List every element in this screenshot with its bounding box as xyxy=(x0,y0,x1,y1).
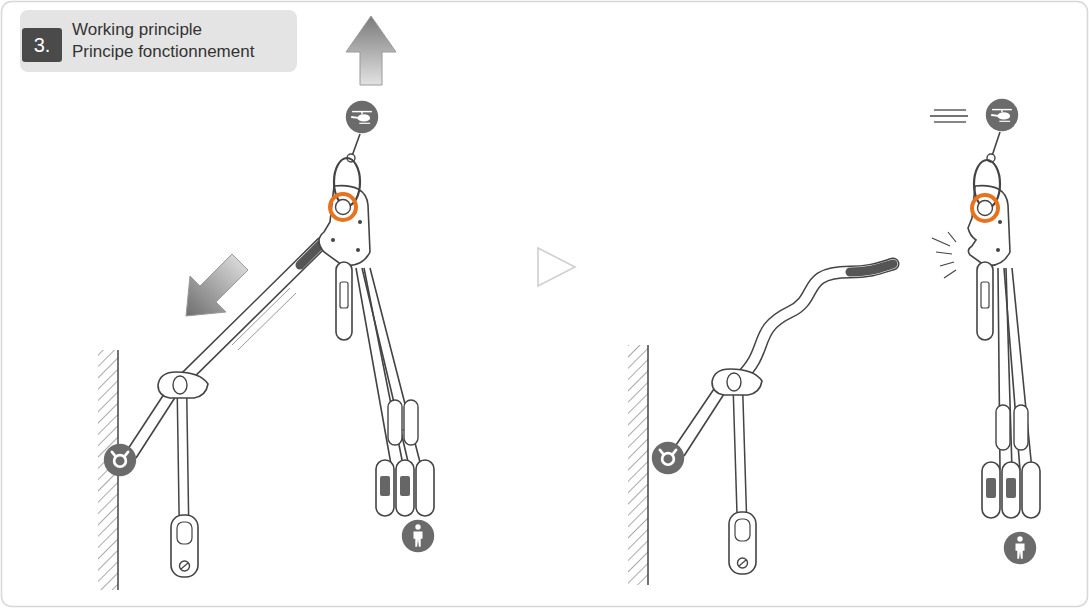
carabiner xyxy=(977,262,993,340)
lanyards xyxy=(982,268,1040,518)
left-scene xyxy=(98,16,434,590)
wall xyxy=(647,345,649,585)
step-arrow xyxy=(538,248,575,286)
rope-sheath xyxy=(300,243,322,265)
rope-adjuster xyxy=(158,372,208,398)
ring xyxy=(334,158,360,206)
anchor-icon xyxy=(104,444,136,476)
release-device xyxy=(319,186,370,266)
pull-arrow xyxy=(186,254,248,316)
rope-terminal xyxy=(729,512,756,574)
rope-adjuster xyxy=(712,369,762,395)
heading-panel: Working principlePrincipe fonctionnement… xyxy=(20,10,297,72)
release-burst xyxy=(932,232,956,278)
rope-tail xyxy=(182,395,184,525)
wall-hatch xyxy=(628,345,648,585)
rope-terminal xyxy=(171,515,198,577)
step-number: 3. xyxy=(34,34,51,56)
carabiner xyxy=(336,262,352,340)
step-number-box: 3. xyxy=(22,28,62,62)
release-ring xyxy=(972,195,998,221)
heading-text: Working principle xyxy=(72,19,283,41)
person-icon xyxy=(402,520,434,552)
release-device xyxy=(968,186,1010,266)
heading-text: Principe fonctionnement xyxy=(72,41,283,63)
rope-tail xyxy=(738,392,742,522)
person-icon xyxy=(1004,532,1036,564)
helicopter-icon xyxy=(986,99,1018,131)
release-ring xyxy=(330,194,356,220)
motion-lines xyxy=(930,110,968,122)
lanyards xyxy=(356,268,434,516)
anchor-icon xyxy=(652,442,684,474)
right-scene xyxy=(628,99,1040,585)
rope-sheath xyxy=(850,264,893,272)
lift-arrow xyxy=(346,16,396,85)
rope xyxy=(185,243,322,378)
anchor-connector xyxy=(674,386,724,456)
rope xyxy=(740,264,893,378)
helicopter-icon xyxy=(346,101,378,133)
